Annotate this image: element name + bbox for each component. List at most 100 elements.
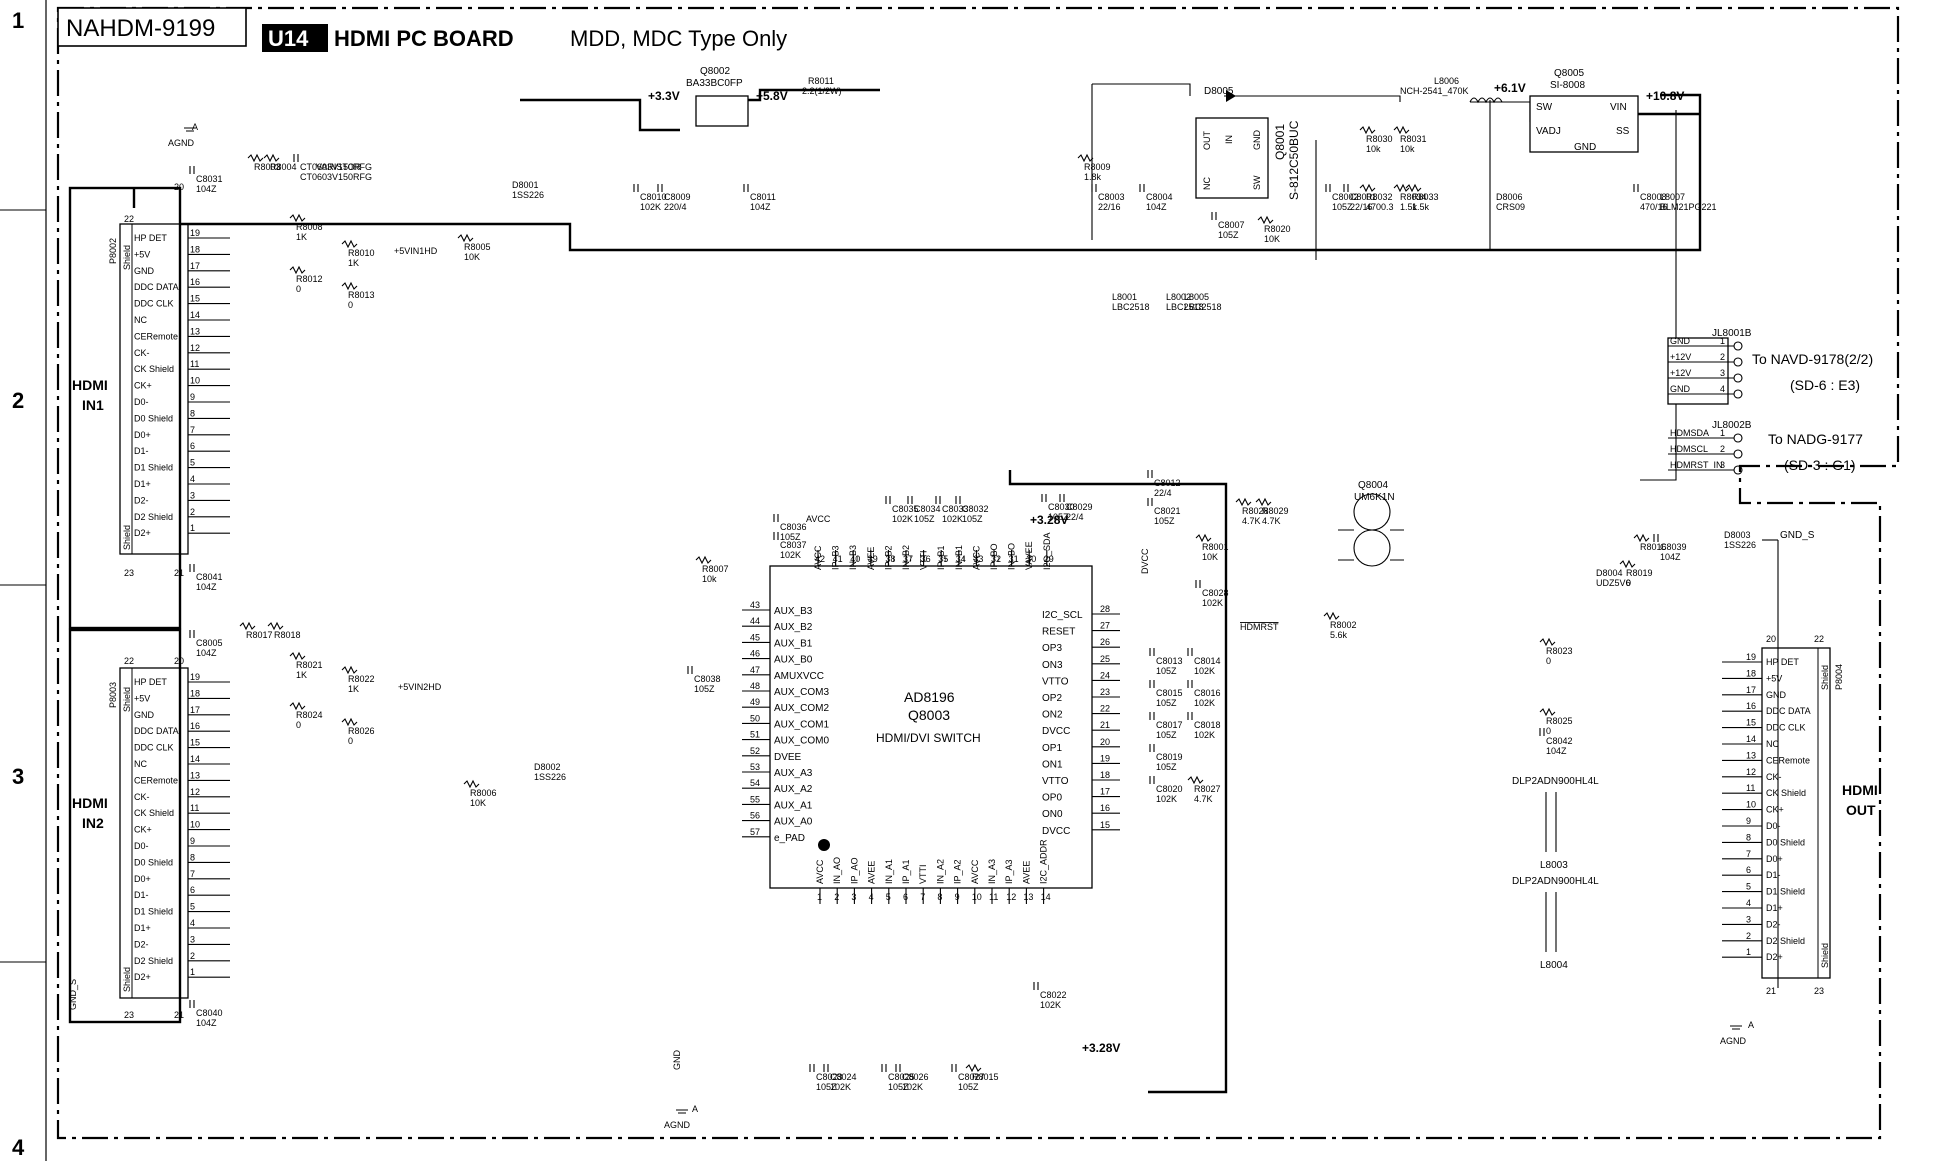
component-ref: R8003 — [254, 162, 281, 172]
component-ref: C8012 — [1154, 478, 1181, 488]
row-marker: 2 — [12, 388, 24, 413]
capacitor-symbol — [823, 1064, 829, 1072]
connector-pin-name: D1- — [134, 890, 149, 900]
comp-ref: L8004 — [1540, 960, 1568, 971]
ic-pin-number: 8 — [937, 892, 942, 902]
ic-pin-number: 14 — [1041, 892, 1051, 902]
resistor-symbol — [965, 1063, 982, 1073]
component-value: 104Z — [196, 1018, 217, 1028]
ic-pin-name: AUX_A2 — [774, 784, 813, 795]
ic-pin-number: 38 — [885, 554, 895, 564]
connector-pin-name: D2+ — [134, 972, 151, 982]
row-marker-column: 1 2 3 4 — [0, 0, 47, 1161]
net-label: HDMRST — [1240, 622, 1279, 632]
resistor-symbol — [695, 555, 712, 565]
component-value: 105Z — [780, 532, 801, 542]
ext-pin-name: +12V — [1670, 352, 1691, 362]
resistor-symbol — [1359, 183, 1376, 193]
connector-ref: P8002 — [108, 238, 118, 264]
connector-pin-number: 19 — [1746, 652, 1756, 662]
comp-ref: Q8001 — [1273, 124, 1287, 160]
connector-pin-22: 22 — [124, 656, 134, 666]
capacitor-symbol — [189, 1000, 195, 1008]
component-ref: R8006 — [470, 788, 497, 798]
connector-pin-name: D2- — [134, 939, 149, 949]
resistor-symbol — [1393, 183, 1410, 193]
connector-pin-name: DDC DATA — [1766, 706, 1811, 716]
connector-ref: P8003 — [108, 682, 118, 708]
connector-pin-name: +5V — [134, 693, 150, 703]
ic-pin-name: IP_A2 — [953, 859, 963, 884]
ic-pin-name: IN_AO — [832, 857, 842, 884]
ic-pin-number: 26 — [1100, 637, 1110, 647]
ic-pin-number: 7 — [920, 892, 925, 902]
ic-pin-number: 19 — [1100, 753, 1110, 763]
connector-pin-name: NC — [1766, 739, 1779, 749]
connector-pin-name: D0 Shield — [1766, 837, 1805, 847]
capacitor-symbol — [1653, 534, 1659, 542]
ic-pin-number: 28 — [1100, 604, 1110, 614]
ic-pin-number: 41 — [833, 554, 843, 564]
ic-pin-name: DVCC — [1042, 726, 1070, 737]
connector-pin-20: 20 — [1766, 634, 1776, 644]
ext-pin-terminal — [1733, 449, 1743, 459]
component-ref: R8008 — [296, 222, 323, 232]
connector-pin-name: GND — [134, 266, 155, 276]
component-value: 1.5k — [1400, 202, 1418, 212]
ic-desc: HDMI/DVI SWITCH — [876, 731, 981, 745]
component-value: 102K — [830, 1082, 851, 1092]
component-value: 102K — [1194, 730, 1215, 740]
capacitor-symbol — [1033, 982, 1039, 990]
ic-pin-name: AUX_B1 — [774, 638, 813, 649]
capacitor-symbol — [1149, 744, 1155, 752]
component-ref: CT0603V150RFG — [300, 162, 372, 172]
ic-pin-number: 3 — [851, 892, 856, 902]
resistor-symbol — [289, 265, 306, 275]
component-value: 1.5k — [1412, 202, 1430, 212]
component-ref: C8037 — [780, 540, 807, 550]
connector-pin-number: 14 — [190, 310, 200, 320]
component-value: 22/4 — [1154, 488, 1172, 498]
ic-pin-name: IP_A1 — [901, 859, 911, 884]
connector-pin-name: D2 Shield — [134, 956, 173, 966]
component-ref: R8009 — [1084, 162, 1111, 172]
component-value: 22/16 — [1350, 202, 1373, 212]
capacitor-symbol — [1091, 184, 1097, 192]
supply-3v3: +3.3V — [648, 89, 680, 103]
regulator-q8005: Q8005 SI-8008 SW VIN VADJ SS GND L8006 N… — [1400, 68, 1684, 153]
ext-pin-terminal — [1733, 389, 1743, 399]
connector-pin-name: D1 Shield — [134, 463, 173, 473]
component-ref: C8018 — [1194, 720, 1221, 730]
component-value: 10K — [1264, 234, 1280, 244]
ic-pin-number: 10 — [972, 892, 982, 902]
resistor-symbol — [1619, 559, 1636, 569]
component-value: 104Z — [1146, 202, 1167, 212]
pin1-dot — [818, 839, 830, 851]
component-value: 102K — [942, 514, 963, 524]
ic-pin-name: IP_B2 — [883, 545, 893, 570]
resistor-symbol — [1187, 775, 1204, 785]
connector-pin-23: 23 — [1814, 986, 1824, 996]
connector-label: HDMI — [72, 795, 108, 811]
component-ref: R8016 — [1640, 542, 1667, 552]
component-value: 102K — [1202, 598, 1223, 608]
component-value: 22/4 — [1066, 512, 1084, 522]
capacitor-symbol — [1633, 184, 1639, 192]
component-ref: R8019 — [1626, 568, 1653, 578]
connector-pin-name: CK- — [134, 348, 150, 358]
comp-part: BA33BC0FP — [686, 78, 743, 89]
net-label: A — [1748, 1020, 1754, 1030]
component-ref: C8019 — [1156, 752, 1183, 762]
connector-pin-number: 16 — [190, 277, 200, 287]
component-ref: R8034 — [1400, 192, 1427, 202]
ic-pin-name: IP_B1 — [936, 545, 946, 570]
connector-label: IN2 — [82, 815, 104, 831]
component-ref: L8005 — [1184, 292, 1209, 302]
component-value: 0 — [296, 720, 301, 730]
component-value: 105Z — [1156, 730, 1177, 740]
component-value: 104Z — [196, 582, 217, 592]
connector-pin-number: 16 — [1746, 701, 1756, 711]
